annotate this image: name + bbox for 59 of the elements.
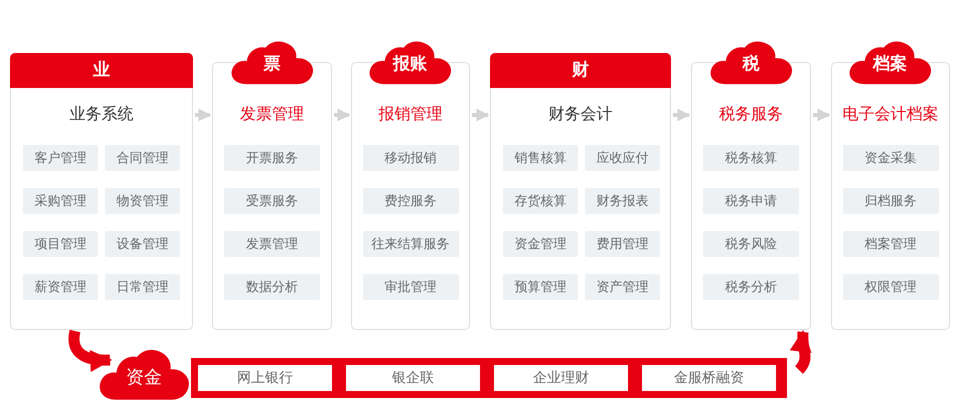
column-title: 报销管理 [378,104,442,125]
module-tag: 移动报销 [362,145,458,171]
column-card [490,53,671,330]
fund-item: 金服桥融资 [639,362,779,394]
column-card [10,53,193,330]
header-label: 报账 [393,53,427,76]
module-tag: 物资管理 [105,188,180,214]
module-tag: 开票服务 [224,145,320,171]
curved-arrow [790,330,813,374]
module-tag: 合同管理 [105,145,180,171]
module-tag: 档案管理 [842,231,938,257]
column-title: 税务服务 [719,104,783,125]
module-tag: 费用管理 [585,231,660,257]
module-tag: 数据分析 [224,274,320,300]
module-tag: 税务申请 [703,188,799,214]
module-tag: 税务风险 [703,231,799,257]
module-tag: 权限管理 [842,274,938,300]
chevron-arrow [673,108,690,122]
fund-item: 银企联 [343,362,483,394]
fund-item: 网上银行 [195,362,335,394]
module-tag: 税务分析 [703,274,799,300]
module-tag: 发票管理 [224,231,320,257]
header-label: 票 [264,53,280,76]
header-label: 税 [742,53,760,76]
header-band: 业 [10,53,193,88]
module-tag: 费控服务 [362,188,458,214]
fund-item: 企业理财 [491,362,631,394]
module-tag: 审批管理 [362,274,458,300]
column-title: 发票管理 [240,104,304,125]
chevron-arrow [334,108,350,122]
chevron-arrow [472,108,490,122]
column-title: 业务系统 [70,104,134,125]
module-tag: 资金管理 [503,231,578,257]
chevron-arrow [813,108,830,122]
module-tag: 日常管理 [105,274,180,300]
module-tag: 薪资管理 [23,274,98,300]
module-tag: 客户管理 [23,145,98,171]
fund-bar [191,358,787,398]
header-label: 档案 [873,53,907,76]
column-title: 电子会计档案 [842,104,938,125]
curved-arrow [68,330,112,372]
module-tag: 资金采集 [842,145,938,171]
module-tag: 存货核算 [503,188,578,214]
module-tag: 受票服务 [224,188,320,214]
module-tag: 资产管理 [585,274,660,300]
module-tag: 项目管理 [23,231,98,257]
module-tag: 预算管理 [503,274,578,300]
module-tag: 设备管理 [105,231,180,257]
module-tag: 归档服务 [842,188,938,214]
module-tag: 采购管理 [23,188,98,214]
module-tag: 财务报表 [585,188,660,214]
module-tag: 往来结算服务 [362,231,458,257]
module-tag: 税务核算 [703,145,799,171]
module-tag: 应收应付 [585,145,660,171]
header-label: 资金 [126,366,162,390]
module-tag: 销售核算 [503,145,578,171]
column-title: 财务会计 [548,104,612,125]
header-band: 财 [490,53,671,88]
chevron-arrow [195,108,212,122]
